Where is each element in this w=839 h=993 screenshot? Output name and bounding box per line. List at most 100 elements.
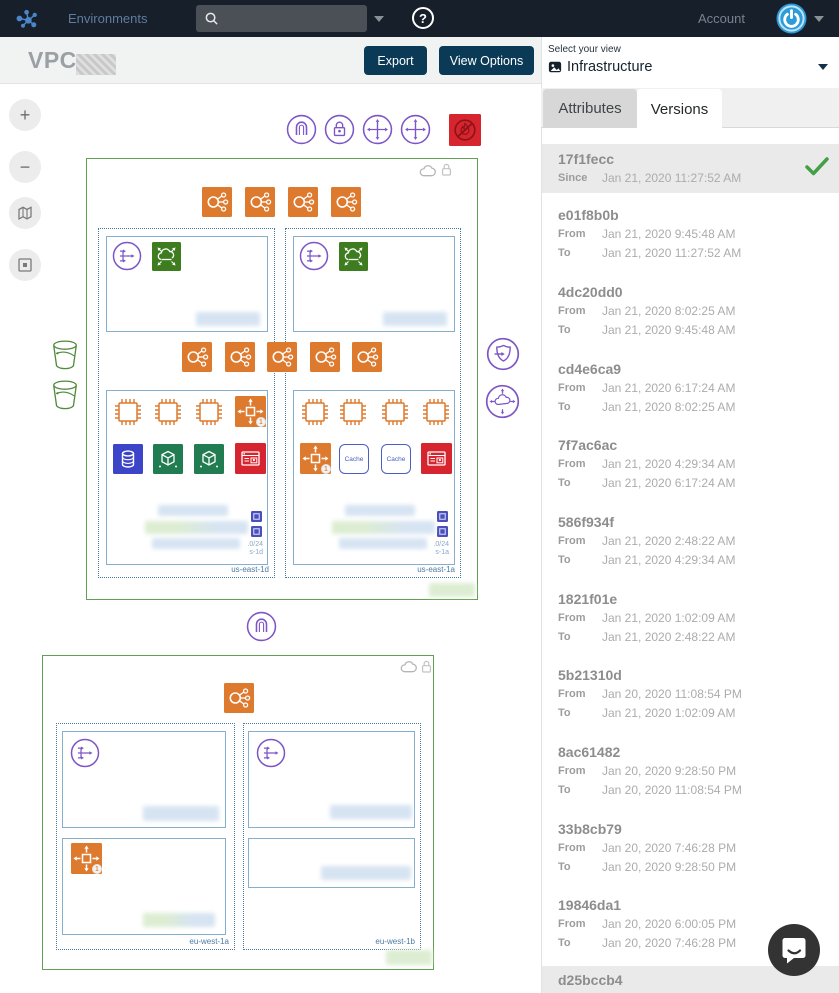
internet-gateway-icon[interactable] xyxy=(286,114,317,145)
ec2-instance-icon[interactable] xyxy=(380,397,410,427)
version-id: 4dc20dd0 xyxy=(558,284,623,300)
load-balancer-icon[interactable] xyxy=(331,187,361,217)
version-id: 17f1fecc xyxy=(558,151,615,167)
az-label: eu-west-1b xyxy=(375,937,415,946)
database-icon[interactable] xyxy=(113,444,143,474)
ec2-instance-icon[interactable] xyxy=(153,397,183,427)
redacted-text xyxy=(345,505,415,516)
to-date: Jan 21, 2020 4:29:34 AM xyxy=(602,553,736,567)
version-row[interactable]: e01f8b0b From Jan 21, 2020 9:45:48 AM To… xyxy=(542,200,839,266)
web-app-icon[interactable] xyxy=(235,443,266,474)
cache-node[interactable]: Cache xyxy=(381,444,411,474)
route-table-icon[interactable] xyxy=(299,241,329,271)
route-table-icon[interactable] xyxy=(70,738,100,768)
from-date: Jan 21, 2020 8:02:25 AM xyxy=(602,304,736,318)
subnet[interactable] xyxy=(248,838,415,888)
account-chevron-down-icon[interactable] xyxy=(814,16,824,22)
search-input[interactable] xyxy=(225,11,355,26)
redacted-subnet-label xyxy=(143,806,219,821)
load-balancer-icon[interactable] xyxy=(202,187,232,217)
app-logo-icon[interactable] xyxy=(14,5,41,32)
storage-cube-icon[interactable] xyxy=(153,444,183,474)
route-table-icon[interactable] xyxy=(256,738,286,768)
version-row[interactable]: 7f7ac6ac From Jan 21, 2020 4:29:34 AM To… xyxy=(542,430,839,496)
load-balancer-icon[interactable] xyxy=(182,342,212,372)
to-date: Jan 21, 2020 11:27:52 AM xyxy=(602,246,742,260)
version-row[interactable]: 19846da1 From Jan 20, 2020 6:00:05 PM To… xyxy=(542,890,839,956)
load-balancer-icon[interactable] xyxy=(310,342,340,372)
load-balancer-icon[interactable] xyxy=(267,342,297,372)
center-view-icon xyxy=(16,256,34,274)
cache-node[interactable]: Cache xyxy=(339,444,369,474)
tab-attributes[interactable]: Attributes xyxy=(543,89,637,128)
version-row[interactable]: 8ac61482 From Jan 20, 2020 9:28:50 PM To… xyxy=(542,737,839,803)
storage-cube-icon[interactable] xyxy=(194,444,224,474)
ec2-instance-icon[interactable] xyxy=(300,397,330,427)
ec2-instance-icon[interactable] xyxy=(338,397,368,427)
load-balancer-icon[interactable] xyxy=(288,187,318,217)
search-box[interactable] xyxy=(196,5,367,32)
load-balancer-icon[interactable] xyxy=(224,683,254,713)
version-id: 5b21310d xyxy=(558,667,622,683)
version-row[interactable]: 5b21310d From Jan 20, 2020 11:08:54 PM T… xyxy=(542,660,839,726)
route-table-icon[interactable] xyxy=(112,241,142,271)
ec2-instance-icon[interactable] xyxy=(113,397,143,427)
search-chevron-down-icon[interactable] xyxy=(374,16,384,22)
view-select-value[interactable]: Infrastructure xyxy=(567,59,653,75)
fit-view-button[interactable] xyxy=(9,197,41,229)
firewall-icon[interactable] xyxy=(449,114,481,146)
to-label: To xyxy=(558,477,571,489)
redacted-text xyxy=(152,538,240,549)
vpc-traffic-icon[interactable] xyxy=(339,242,368,271)
s3-bucket-icon[interactable] xyxy=(50,377,80,413)
from-date: Jan 20, 2020 11:08:54 PM xyxy=(602,687,742,701)
internet-gateway-icon[interactable] xyxy=(246,611,277,642)
cloud-icon xyxy=(419,165,436,177)
version-row[interactable]: 586f934f From Jan 21, 2020 2:48:22 AM To… xyxy=(542,507,839,573)
to-date: Jan 20, 2020 7:46:28 PM xyxy=(602,936,737,950)
shield-endpoint-icon[interactable] xyxy=(486,337,520,371)
load-balancer-icon[interactable] xyxy=(245,187,275,217)
subnet-cidr-label: .0/24 s-1a xyxy=(401,541,449,557)
vpc-traffic-icon[interactable] xyxy=(152,242,181,271)
environments-link[interactable]: Environments xyxy=(68,11,148,26)
to-date: Jan 21, 2020 8:02:25 AM xyxy=(602,400,736,414)
router-icon[interactable] xyxy=(400,114,431,145)
ec2-instance-icon[interactable] xyxy=(421,397,451,427)
load-balancer-icon[interactable] xyxy=(225,342,255,372)
s3-bucket-icon[interactable] xyxy=(50,337,80,373)
zoom-in-button[interactable]: + xyxy=(9,99,41,131)
load-balancer-icon[interactable] xyxy=(352,342,382,372)
version-row[interactable]: 1821f01e From Jan 21, 2020 1:02:09 AM To… xyxy=(542,584,839,650)
zoom-out-button[interactable]: − xyxy=(9,151,41,183)
chat-button[interactable] xyxy=(768,924,820,976)
center-view-button[interactable] xyxy=(9,249,41,281)
transit-gateway-icon[interactable] xyxy=(485,384,520,419)
version-row[interactable]: 4dc20dd0 From Jan 21, 2020 8:02:25 AM To… xyxy=(542,277,839,343)
view-chevron-down-icon[interactable] xyxy=(818,64,828,70)
from-date: Jan 21, 2020 2:48:22 AM xyxy=(602,534,736,548)
page-title: VPC xyxy=(28,47,77,73)
from-date: Jan 20, 2020 9:28:50 PM xyxy=(602,764,737,778)
help-button[interactable]: ? xyxy=(412,7,434,29)
account-link[interactable]: Account xyxy=(698,11,745,26)
version-row[interactable]: cd4e6ca9 From Jan 21, 2020 6:17:24 AM To… xyxy=(542,354,839,420)
version-row[interactable]: d25bccb4 xyxy=(542,966,839,993)
version-row-current[interactable]: 17f1fecc Since Jan 21, 2020 11:27:52 AM xyxy=(542,144,839,193)
to-date: Jan 20, 2020 9:28:50 PM xyxy=(602,860,737,874)
availability-zone xyxy=(98,228,275,578)
tab-versions[interactable]: Versions xyxy=(637,89,722,129)
version-row[interactable]: 33b8cb79 From Jan 20, 2020 7:46:28 PM To… xyxy=(542,814,839,880)
right-panel xyxy=(541,37,839,993)
avatar[interactable] xyxy=(776,3,807,34)
view-options-button[interactable]: View Options xyxy=(439,46,534,75)
export-button[interactable]: Export xyxy=(364,46,427,75)
web-app-icon[interactable] xyxy=(421,443,452,474)
redacted-text xyxy=(158,505,228,516)
to-date: Jan 21, 2020 9:45:48 AM xyxy=(602,323,736,337)
router-icon[interactable] xyxy=(362,114,393,145)
subnet-badge-icon xyxy=(251,511,262,522)
to-label: To xyxy=(558,707,571,719)
ec2-instance-icon[interactable] xyxy=(194,397,224,427)
vpn-gateway-lock-icon[interactable] xyxy=(324,114,355,145)
